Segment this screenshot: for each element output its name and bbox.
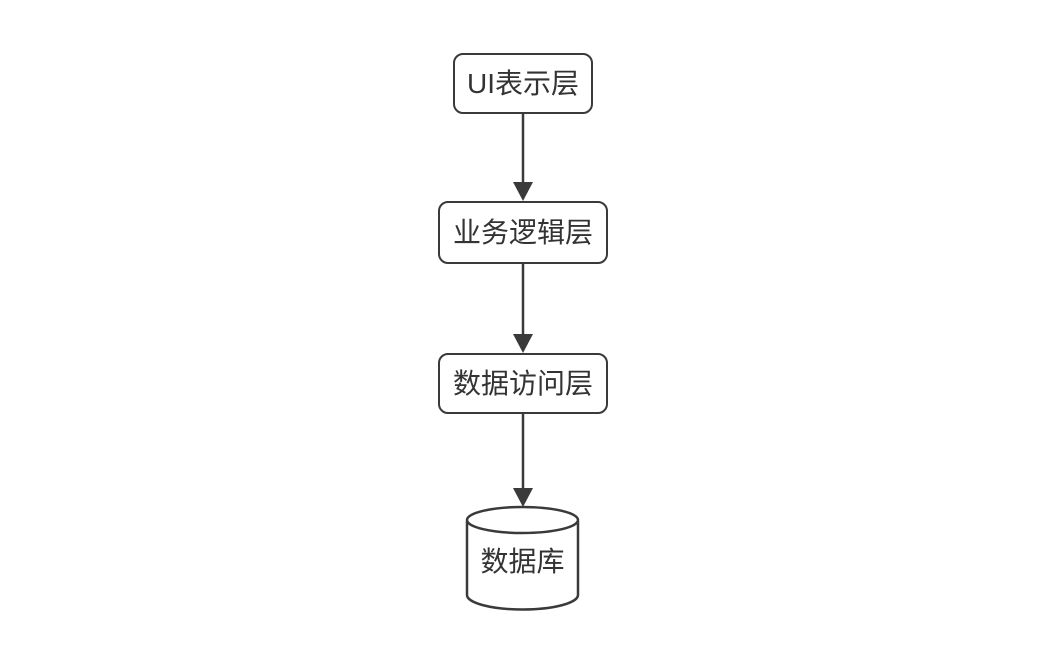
database-cylinder-icon (465, 505, 580, 611)
arrow-down-icon (513, 264, 533, 353)
node-data-access-layer-label: 数据访问层 (452, 367, 593, 399)
node-business-logic-layer-label: 业务逻辑层 (452, 216, 593, 248)
node-ui-layer: UI表示层 (453, 53, 593, 114)
node-database: 数据库 (465, 505, 580, 612)
node-database-label: 数据库 (480, 546, 565, 577)
arrow-down-icon (513, 414, 533, 507)
node-ui-layer-label: UI表示层 (466, 67, 579, 99)
node-data-access-layer: 数据访问层 (438, 353, 608, 414)
arrow-down-icon (513, 114, 533, 201)
node-business-logic-layer: 业务逻辑层 (438, 201, 608, 264)
